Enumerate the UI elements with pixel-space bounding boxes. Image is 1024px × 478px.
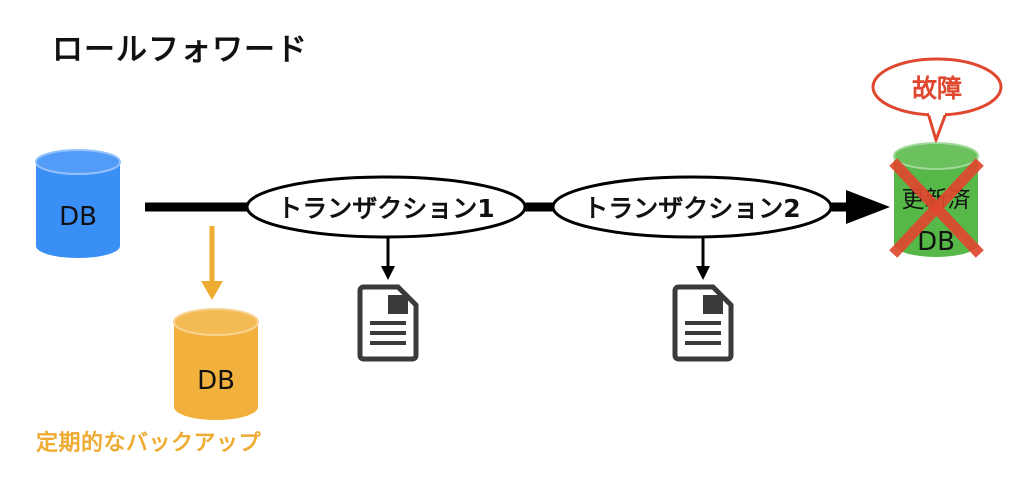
primary-db-cylinder: DB — [35, 149, 121, 258]
log-document-icon — [672, 284, 734, 362]
failure-cross-icon — [889, 158, 984, 258]
log-arrow-2 — [696, 238, 710, 280]
backup-caption: 定期的なバックアップ — [36, 431, 262, 456]
backup-arrow — [201, 226, 223, 300]
primary-db-label: DB — [59, 202, 97, 232]
failure-bubble: 故障 — [871, 57, 1003, 145]
transaction-1: トランザクション1 — [245, 175, 527, 239]
transaction-2-label: トランザクション2 — [583, 194, 800, 223]
page-title: ロールフォワード — [52, 32, 308, 68]
backup-db-label: DB — [197, 366, 235, 396]
log-arrow-1 — [381, 238, 395, 280]
failure-label: 故障 — [912, 74, 962, 103]
transaction-1-label: トランザクション1 — [277, 194, 494, 223]
backup-db-cylinder: DB — [173, 308, 259, 420]
timeline-arrowhead — [846, 190, 890, 224]
transaction-2: トランザクション2 — [551, 175, 833, 239]
log-document-icon — [357, 284, 419, 362]
updated-db-label-bottom: DB — [917, 227, 955, 257]
